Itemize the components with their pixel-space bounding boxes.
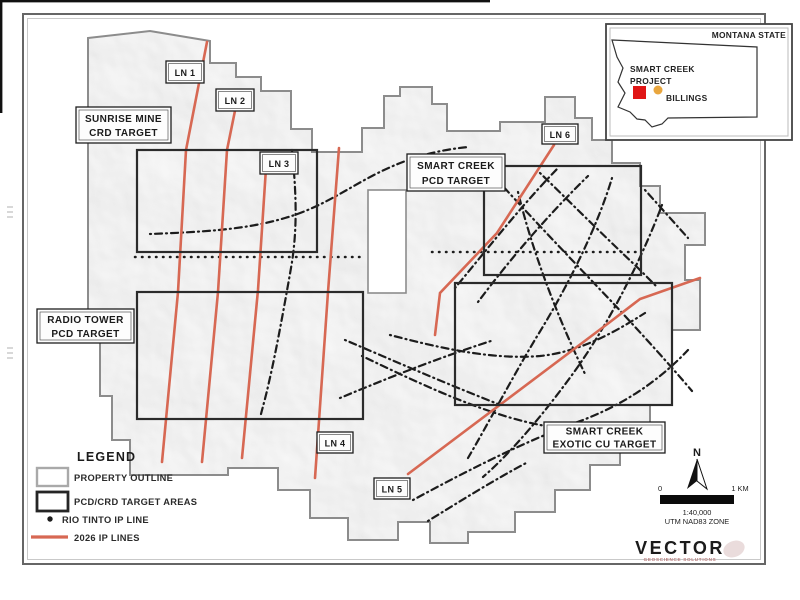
rio-tinto-ip-line — [466, 176, 614, 460]
scale-ratio: 1:40,000 — [683, 508, 712, 517]
target-areas — [135, 148, 674, 421]
line-label-ln1: LN 1 — [165, 60, 205, 84]
line-label-text: LN 3 — [269, 159, 290, 169]
target-rect-radio — [135, 290, 365, 421]
target-label-sunrise: SUNRISE MINE CRD TARGET — [75, 106, 172, 144]
line-label-ln2: LN 2 — [215, 88, 255, 112]
rio-tinto-ip-line — [476, 174, 590, 304]
target-label-exotic: SMART CREEK EXOTIC CU TARGET — [543, 421, 666, 454]
line-label-ln6: LN 6 — [541, 123, 579, 145]
legend-swatch-target — [35, 490, 70, 513]
north-arrow-left — [687, 459, 697, 489]
billings-marker — [653, 85, 663, 95]
target-rect-sunrise — [135, 148, 319, 254]
rio-tinto-ip-line — [643, 188, 690, 240]
target-label-line2: CRD TARGET — [89, 128, 158, 139]
ip-line-ln3 — [240, 166, 268, 460]
inset-state-label: MONTANA STATE — [712, 30, 786, 40]
inset-frame-inner — [609, 27, 789, 137]
line-label-text: LN 4 — [325, 439, 346, 449]
rio-tinto-ip-line — [411, 348, 690, 502]
scale-grid-note: UTM NAD83 ZONE — [665, 517, 730, 526]
map-frame — [22, 13, 766, 565]
north-arrow: N — [687, 447, 709, 491]
rio-tinto-ip-line — [426, 460, 530, 523]
legend-label-property: PROPERTY OUTLINE — [74, 473, 173, 483]
project-location-marker — [633, 86, 646, 99]
legend-swatch-rio-dot — [47, 516, 53, 522]
logo-emblem — [723, 540, 745, 558]
target-label-line1: SMART CREEK — [566, 427, 644, 438]
target-rect-exotic — [453, 281, 674, 407]
rio-tinto-ip-line — [338, 338, 496, 400]
ip-line-ln6 — [433, 143, 556, 337]
target-rect-pcd — [482, 164, 643, 277]
legend-swatch-property — [35, 466, 70, 488]
inset-map: MONTANA STATE SMART CREEK PROJECT BILLIN… — [605, 23, 793, 141]
rio-tinto-ip-line — [538, 171, 660, 290]
ip-line-ln5 — [406, 276, 702, 476]
scale-end-label: 1 KM — [731, 484, 748, 493]
target-label-radio: RADIO TOWER PCD TARGET — [36, 308, 135, 344]
target-label-line2: EXOTIC CU TARGET — [553, 440, 657, 451]
scale-start-label: 0 — [658, 484, 662, 493]
rio-tinto-ip-line — [259, 148, 297, 416]
scale-bar-rect — [660, 495, 734, 504]
legend-title: LEGEND — [77, 450, 136, 464]
north-arrow-right — [696, 458, 709, 491]
legend-label-target: PCD/CRD TARGET AREAS — [74, 497, 197, 507]
rio-tinto-ip-line — [453, 166, 560, 290]
target-label-line1: SUNRISE MINE — [85, 114, 162, 125]
property-outline — [87, 29, 706, 544]
target-label-pcd: SMART CREEK PCD TARGET — [406, 153, 506, 192]
legend: LEGEND PROPERTY OUTLINE PCD/CRD TARGET A… — [31, 450, 197, 543]
ip-line-ln2 — [200, 94, 240, 464]
legend-label-rio: RIO TINTO IP LINE — [62, 515, 149, 525]
property-notch — [367, 189, 407, 294]
vector-logo: VECTOR GEOSCIENCE SOLUTIONS — [635, 538, 745, 562]
inset-city-label: BILLINGS — [666, 93, 708, 103]
line-label-ln4: LN 4 — [316, 431, 354, 454]
margin-tick — [7, 347, 13, 359]
logo-tagline: GEOSCIENCE SOLUTIONS — [644, 557, 717, 562]
rio-tinto-ip-line — [516, 190, 588, 378]
rio-tinto-ip-line — [343, 338, 500, 406]
line-label-text: LN 2 — [225, 96, 246, 106]
target-label-line1: RADIO TOWER — [47, 315, 124, 326]
ip-line-ln1 — [160, 40, 209, 464]
target-label-line2: PCD TARGET — [422, 176, 490, 187]
line-label-ln3: LN 3 — [259, 151, 299, 175]
north-arrow-label: N — [693, 447, 701, 459]
line-label-text: LN 6 — [550, 130, 571, 140]
logo-name: VECTOR — [635, 538, 725, 558]
target-label-line2: PCD TARGET — [51, 329, 119, 340]
line-label-ln5: LN 5 — [373, 477, 411, 500]
line-label-text: LN 5 — [382, 485, 403, 495]
legend-label-ip2026: 2026 IP LINES — [74, 533, 140, 543]
line-label-text: LN 1 — [175, 68, 196, 78]
inset-project-line1: SMART CREEK — [630, 64, 695, 74]
montana-outline — [611, 39, 758, 128]
target-label-line1: SMART CREEK — [417, 161, 495, 172]
rio-tinto-ip-line — [388, 311, 647, 358]
margin-tick — [7, 206, 13, 218]
scale-bar: 0 1 KM 1:40,000 UTM NAD83 ZONE — [658, 484, 749, 526]
inset-project-line2: PROJECT — [630, 76, 672, 86]
